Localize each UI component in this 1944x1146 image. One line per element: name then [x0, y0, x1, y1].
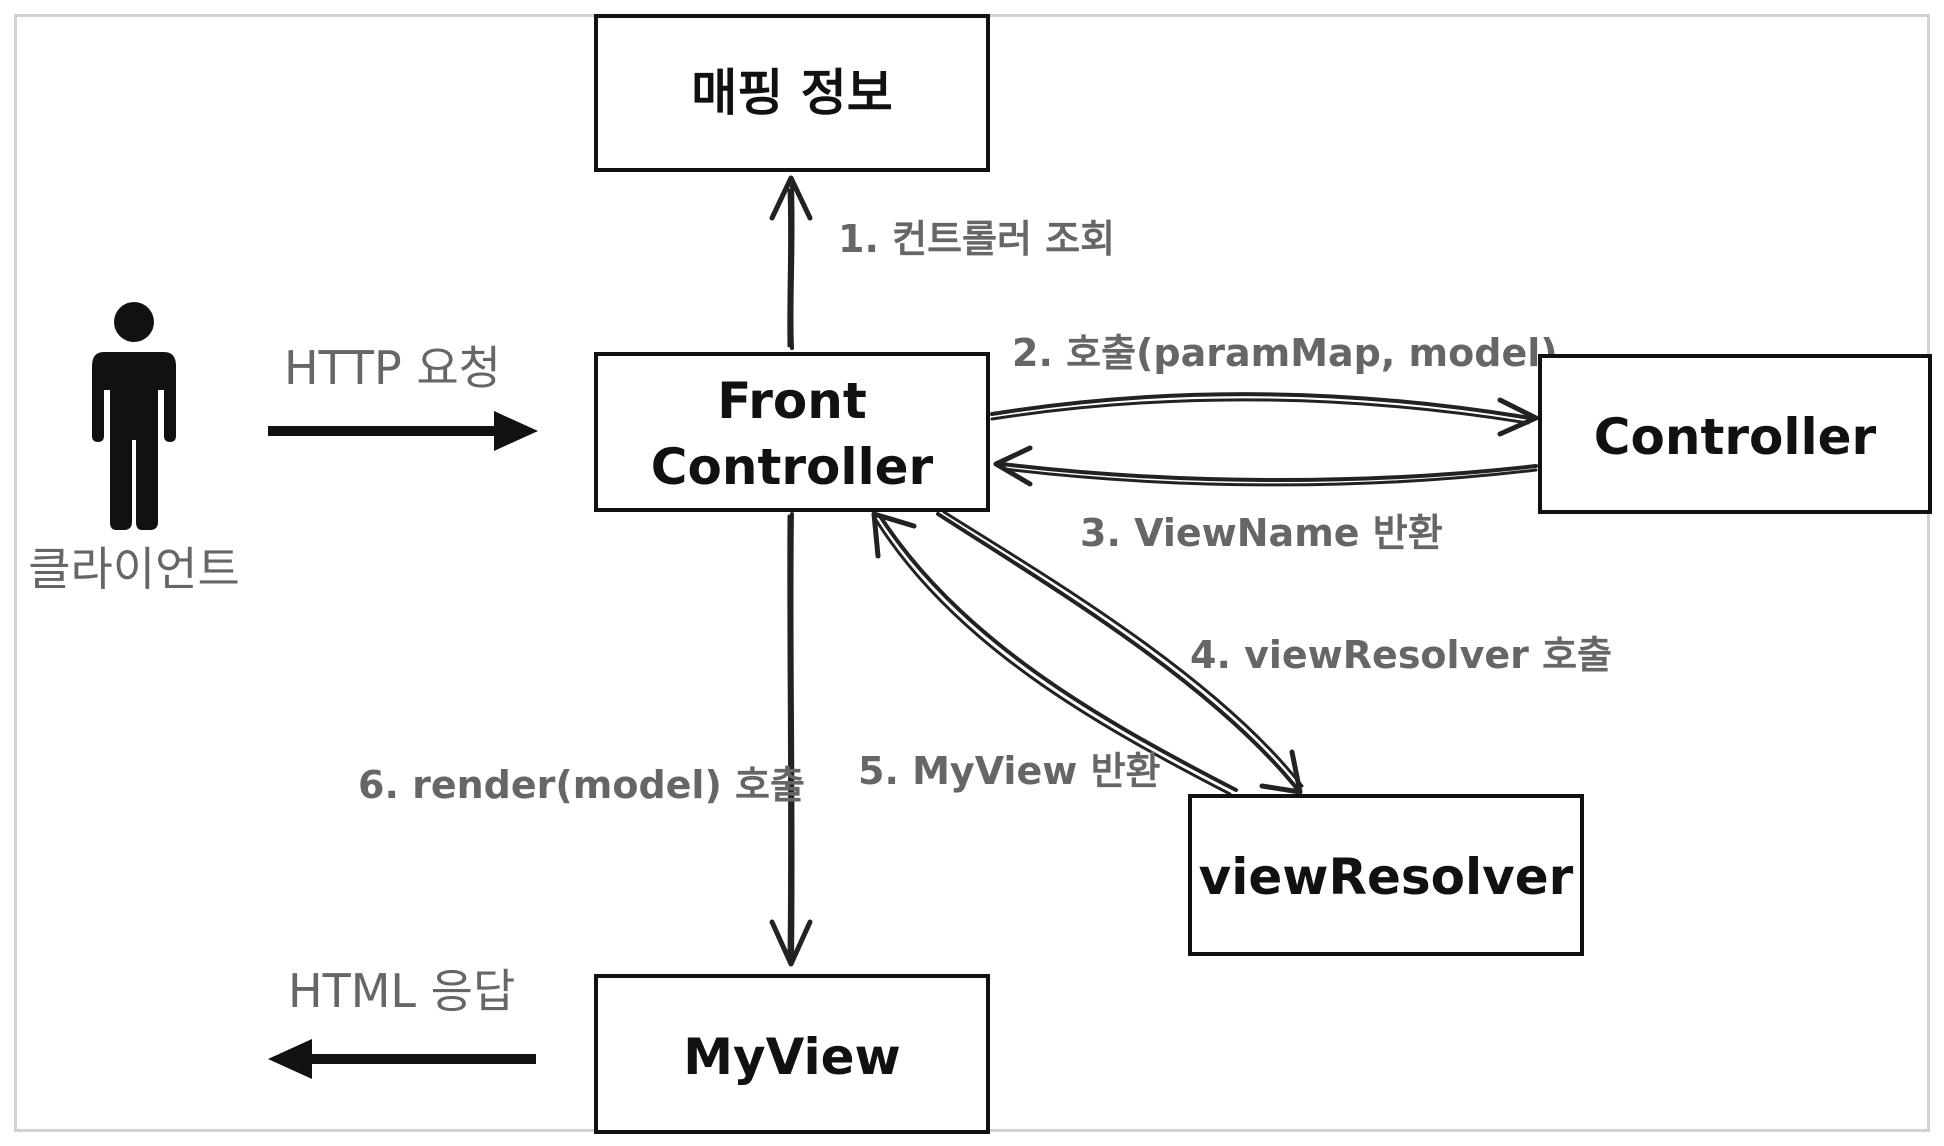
client-person-icon: [92, 302, 176, 530]
mapping-info-label: 매핑 정보: [691, 64, 892, 122]
controller-label: Controller: [1594, 408, 1877, 466]
mapping-info-box: 매핑 정보: [594, 14, 990, 172]
arrow-step2: [990, 392, 1539, 437]
step4-label: 4. viewResolver 호출: [1190, 633, 1612, 677]
step5-label: 5. MyView 반환: [858, 749, 1161, 793]
front-controller-box: Front Controller: [594, 352, 990, 512]
html-response-arrow: [268, 1039, 536, 1079]
step2-label: 2. 호출(paramMap, model): [1012, 331, 1558, 375]
front-controller-label-line1: Front: [717, 372, 866, 430]
step6-label: 6. render(model) 호출: [358, 763, 805, 807]
front-controller-label-line2: Controller: [651, 438, 934, 496]
my-view-label: MyView: [683, 1028, 900, 1086]
my-view-box: MyView: [594, 974, 990, 1134]
view-resolver-box: viewResolver: [1188, 794, 1584, 956]
arrow-step3: [993, 445, 1538, 487]
controller-box: Controller: [1538, 354, 1932, 514]
http-request-label: HTTP 요청: [284, 341, 501, 395]
client-label: 클라이언트: [28, 542, 240, 596]
step1-label: 1. 컨트롤러 조회: [838, 217, 1115, 261]
step3-label: 3. ViewName 반환: [1080, 511, 1443, 555]
arrow-step6: [769, 512, 813, 967]
arrow-step1: [769, 175, 813, 350]
arrow-step5: [871, 511, 1238, 796]
http-request-arrow: [268, 411, 538, 451]
view-resolver-label: viewResolver: [1199, 848, 1574, 906]
arrow-step4: [936, 510, 1304, 795]
html-response-label: HTML 응답: [288, 964, 515, 1018]
